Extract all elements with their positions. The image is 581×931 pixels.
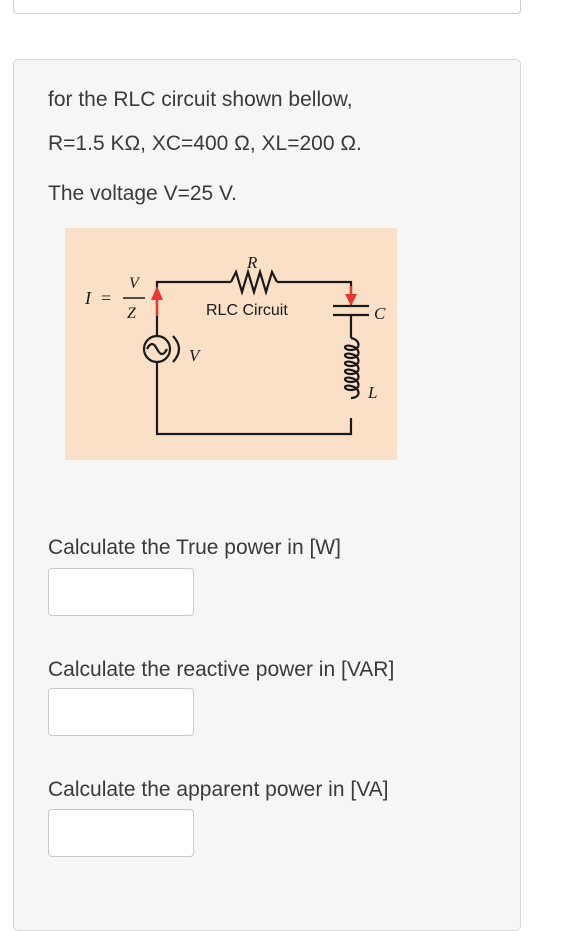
true-power-input[interactable] [48,568,194,616]
wire-top-left [155,280,231,336]
wire-bottom [155,362,353,436]
problem-line-3: The voltage V=25 V. [48,182,237,205]
label-z: Z [127,305,137,322]
inductor-coil [343,336,360,400]
label-r: R [246,253,258,272]
problem-line-1: for the RLC circuit shown bellow, [48,88,353,111]
wire-top-right [277,280,353,300]
reactive-power-input[interactable] [48,688,194,736]
question-reactive-power: Calculate the reactive power in [VAR] [48,658,395,681]
label-c: C [374,304,386,323]
source-voltage-arc [172,335,181,363]
ac-source [142,334,172,364]
current-arrow-right-head [345,294,357,306]
ac-source-wave [146,342,168,356]
question-true-power: Calculate the True power in [W] [48,536,341,559]
question-card: for the RLC circuit shown bellow, R=1.5 … [13,59,521,931]
label-circuit-title: RLC Circuit [206,302,288,319]
apparent-power-input[interactable] [48,809,194,857]
question-apparent-power: Calculate the apparent power in [VA] [48,778,389,801]
label-source-v: V [189,346,202,365]
label-i: I [84,288,92,308]
label-v-fraction: V [129,275,141,292]
current-arrow-left-head [151,286,163,300]
previous-card [13,0,521,14]
circuit-svg: I = V Z R RLC Circuit C L V [84,253,386,436]
label-l: L [367,383,377,402]
label-equals: = [101,288,111,308]
resistor-zigzag [230,268,278,296]
rlc-circuit-diagram: I = V Z R RLC Circuit C L V [65,228,397,460]
problem-line-2: R=1.5 KΩ, XC=400 Ω, XL=200 Ω. [48,132,362,155]
